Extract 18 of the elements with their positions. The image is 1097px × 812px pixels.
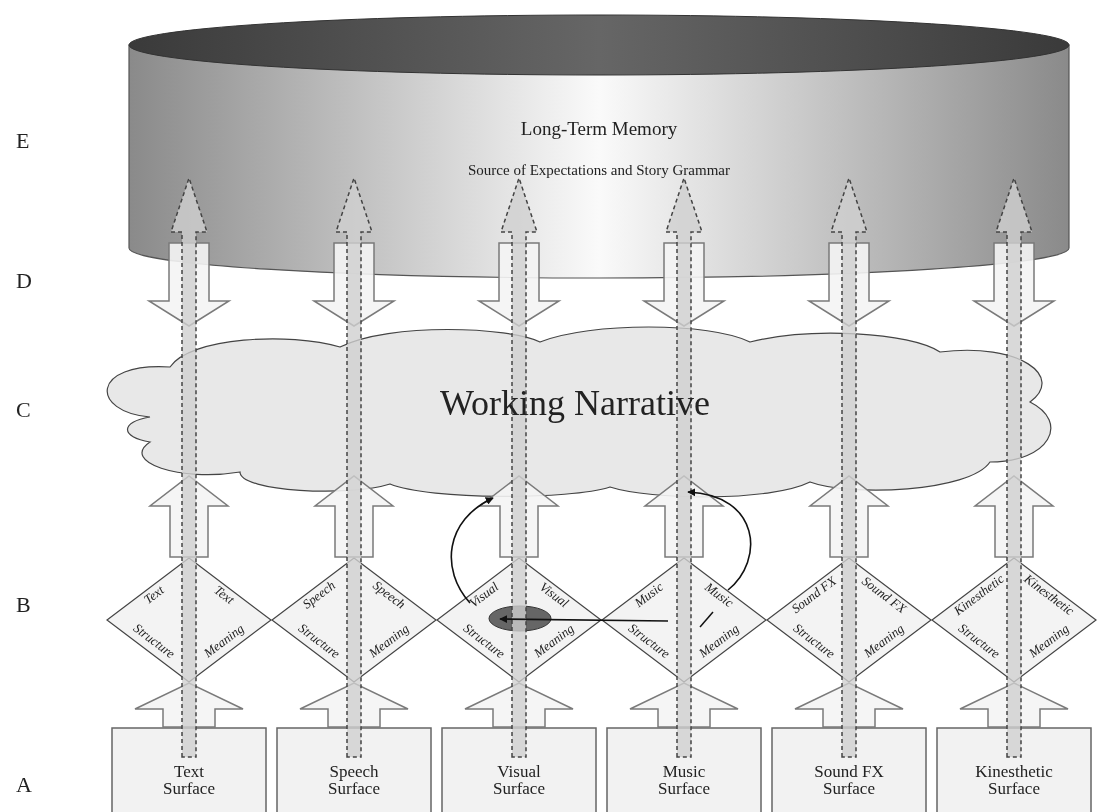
row-letter: C (16, 397, 31, 423)
row-letter: D (16, 268, 32, 294)
row-letter: B (16, 592, 31, 618)
surface-label: Music Surface (657, 763, 711, 797)
row-letter: A (16, 772, 32, 798)
curved-arrow (687, 488, 752, 591)
surface-label: Kinesthetic Surface (974, 763, 1054, 797)
cloud-label: Working Narrative (440, 382, 710, 424)
memory-title: Long-Term Memory (520, 118, 678, 140)
diamond-label: Text (210, 582, 238, 608)
row-letter: E (16, 128, 30, 154)
surface-label: Text Surface (162, 763, 216, 797)
surface-label: Speech Surface (327, 763, 381, 797)
curved-arrow (450, 497, 494, 604)
memory-subtitle: Source of Expectations and Story Grammar (468, 162, 730, 179)
diamond-label: Text (140, 582, 168, 608)
surface-label: Visual Surface (492, 763, 546, 797)
surface-label: Sound FX Surface (813, 763, 885, 797)
